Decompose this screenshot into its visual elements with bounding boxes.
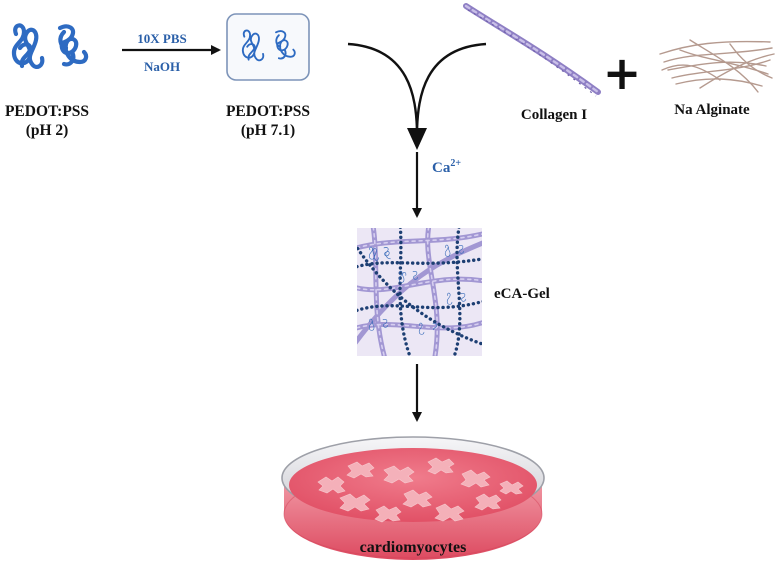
reagent-naoh: NaOH [144,59,180,74]
alginate-fiber-icon [659,39,775,93]
pedot-ph71-condition: (pH 7.1) [241,122,295,139]
alginate-label: Na Alginate [674,102,750,118]
pedot-ph71-label: PEDOT:PSS (pH 7.1) [226,103,310,139]
pedot-ph2-condition: (pH 2) [26,122,69,139]
pedot-coil-icon [11,23,89,69]
petri-dish-icon [281,436,545,560]
reagent-pbs: 10X PBS [137,31,186,46]
calcium-label: Ca2+ [432,158,461,176]
pedot-ph2-label: PEDOT:PSS (pH 2) [5,103,89,139]
gel-network-icon [357,228,482,356]
gel-label: eCA-Gel [494,286,550,302]
calcium-crosslink-arrow: Ca2+ [412,152,461,218]
pedot-neutral-icon [226,13,310,81]
pedot-ph2-name: PEDOT:PSS [5,103,89,120]
neutralization-arrow: 10X PBS NaOH [122,31,221,74]
collagen-fiber-icon [463,3,601,97]
merge-arrows [347,42,487,150]
cardiomyocytes-label: cardiomyocytes [360,539,467,556]
plus-sign: + [603,46,642,100]
pedot-ph71-name: PEDOT:PSS [226,103,310,120]
collagen-label: Collagen I [521,107,587,123]
